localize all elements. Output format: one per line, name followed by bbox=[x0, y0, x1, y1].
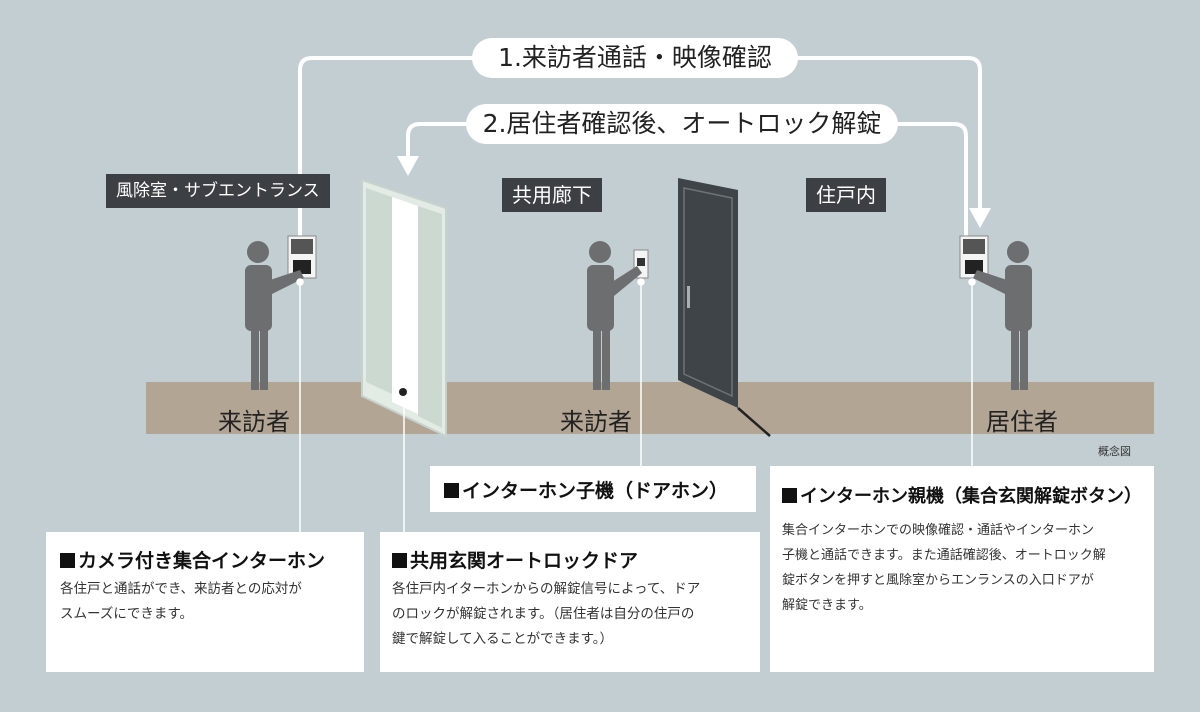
visitor-figure-corridor bbox=[587, 241, 642, 390]
square-bullet-icon bbox=[782, 488, 797, 503]
card-line: 各住戸と通話ができ、来訪者との応対が bbox=[60, 581, 302, 597]
flow-arrow-2 bbox=[397, 156, 419, 176]
card-sub-intercom-title: インターホン子機（ドアホン） bbox=[444, 476, 742, 503]
card-auto-lock-door-title-text: 共用玄関オートロックドア bbox=[410, 550, 639, 572]
card-master-intercom-title: インターホン親機（集合玄関解錠ボタン） bbox=[782, 482, 1142, 508]
square-bullet-icon bbox=[60, 553, 75, 568]
flow-label-2: 2.居住者確認後、オートロック解錠 bbox=[466, 104, 898, 144]
card-line: 子機と通話できます。また通話確認後、オートロック解 bbox=[782, 548, 1106, 563]
zone-label-unit: 住戸内 bbox=[806, 178, 886, 212]
card-camera-intercom-title-text: カメラ付き集合インターホン bbox=[78, 550, 326, 572]
card-line: スムーズにできます。 bbox=[60, 606, 193, 622]
card-master-intercom-title-text: インターホン親機（集合玄関解錠ボタン） bbox=[800, 486, 1142, 507]
card-line: 集合インターホンでの映像確認・通話やインターホン bbox=[782, 523, 1095, 538]
master-intercom-device bbox=[959, 235, 989, 279]
person-label-visitor-entrance: 来訪者 bbox=[218, 408, 290, 436]
card-sub-intercom: インターホン子機（ドアホン） bbox=[430, 466, 756, 512]
zone-label-corridor: 共用廊下 bbox=[502, 178, 602, 212]
zone-label-vestibule: 風除室・サブエントランス bbox=[106, 174, 330, 208]
card-line: 鍵で解錠して入ることができます。） bbox=[392, 631, 613, 647]
card-master-intercom: インターホン親機（集合玄関解錠ボタン） 集合インターホンでの映像確認・通話やイン… bbox=[770, 466, 1154, 672]
square-bullet-icon bbox=[444, 483, 459, 498]
person-label-visitor-corridor: 来訪者 bbox=[560, 408, 632, 436]
card-auto-lock-door-body: 各住戸内イターホンからの解錠信号によって、ドア のロックが解錠されます。（居住者… bbox=[392, 577, 748, 652]
card-line: 解錠できます。 bbox=[782, 598, 872, 613]
card-sub-intercom-title-text: インターホン子機（ドアホン） bbox=[462, 480, 729, 502]
flow-label-1: 1.来訪者通話・映像確認 bbox=[472, 38, 798, 78]
card-auto-lock-door: 共用玄関オートロックドア 各住戸内イターホンからの解錠信号によって、ドア のロッ… bbox=[380, 532, 760, 672]
card-line: 錠ボタンを押すと風除室からエンランスの入口ドアが bbox=[782, 573, 1094, 588]
card-line: 各住戸内イターホンからの解錠信号によって、ドア bbox=[392, 581, 701, 597]
connector-lines bbox=[296, 278, 976, 532]
card-camera-intercom-body: 各住戸と通話ができ、来訪者との応対が スムーズにできます。 bbox=[60, 577, 350, 627]
card-master-intercom-body: 集合インターホンでの映像確認・通話やインターホン 子機と通話できます。また通話確… bbox=[782, 518, 1142, 618]
person-label-resident: 居住者 bbox=[986, 408, 1058, 436]
concept-note: 概念図 bbox=[1098, 445, 1131, 458]
resident-figure bbox=[973, 241, 1032, 390]
door-lock-dot bbox=[399, 388, 407, 396]
unit-door bbox=[678, 178, 771, 437]
card-camera-intercom-title: カメラ付き集合インターホン bbox=[60, 546, 350, 573]
flow-arrow-1 bbox=[969, 208, 991, 228]
visitor-figure-entrance bbox=[245, 241, 304, 390]
door-handle bbox=[687, 286, 690, 308]
floor bbox=[146, 382, 1154, 434]
card-auto-lock-door-title: 共用玄関オートロックドア bbox=[392, 546, 748, 573]
card-camera-intercom: カメラ付き集合インターホン 各住戸と通話ができ、来訪者との応対が スムーズにでき… bbox=[46, 532, 364, 672]
camera-intercom-device bbox=[287, 235, 317, 279]
auto-lock-door bbox=[361, 178, 447, 438]
square-bullet-icon bbox=[392, 553, 407, 568]
card-line: のロックが解錠されます。（居住者は自分の住戸の bbox=[392, 606, 695, 622]
